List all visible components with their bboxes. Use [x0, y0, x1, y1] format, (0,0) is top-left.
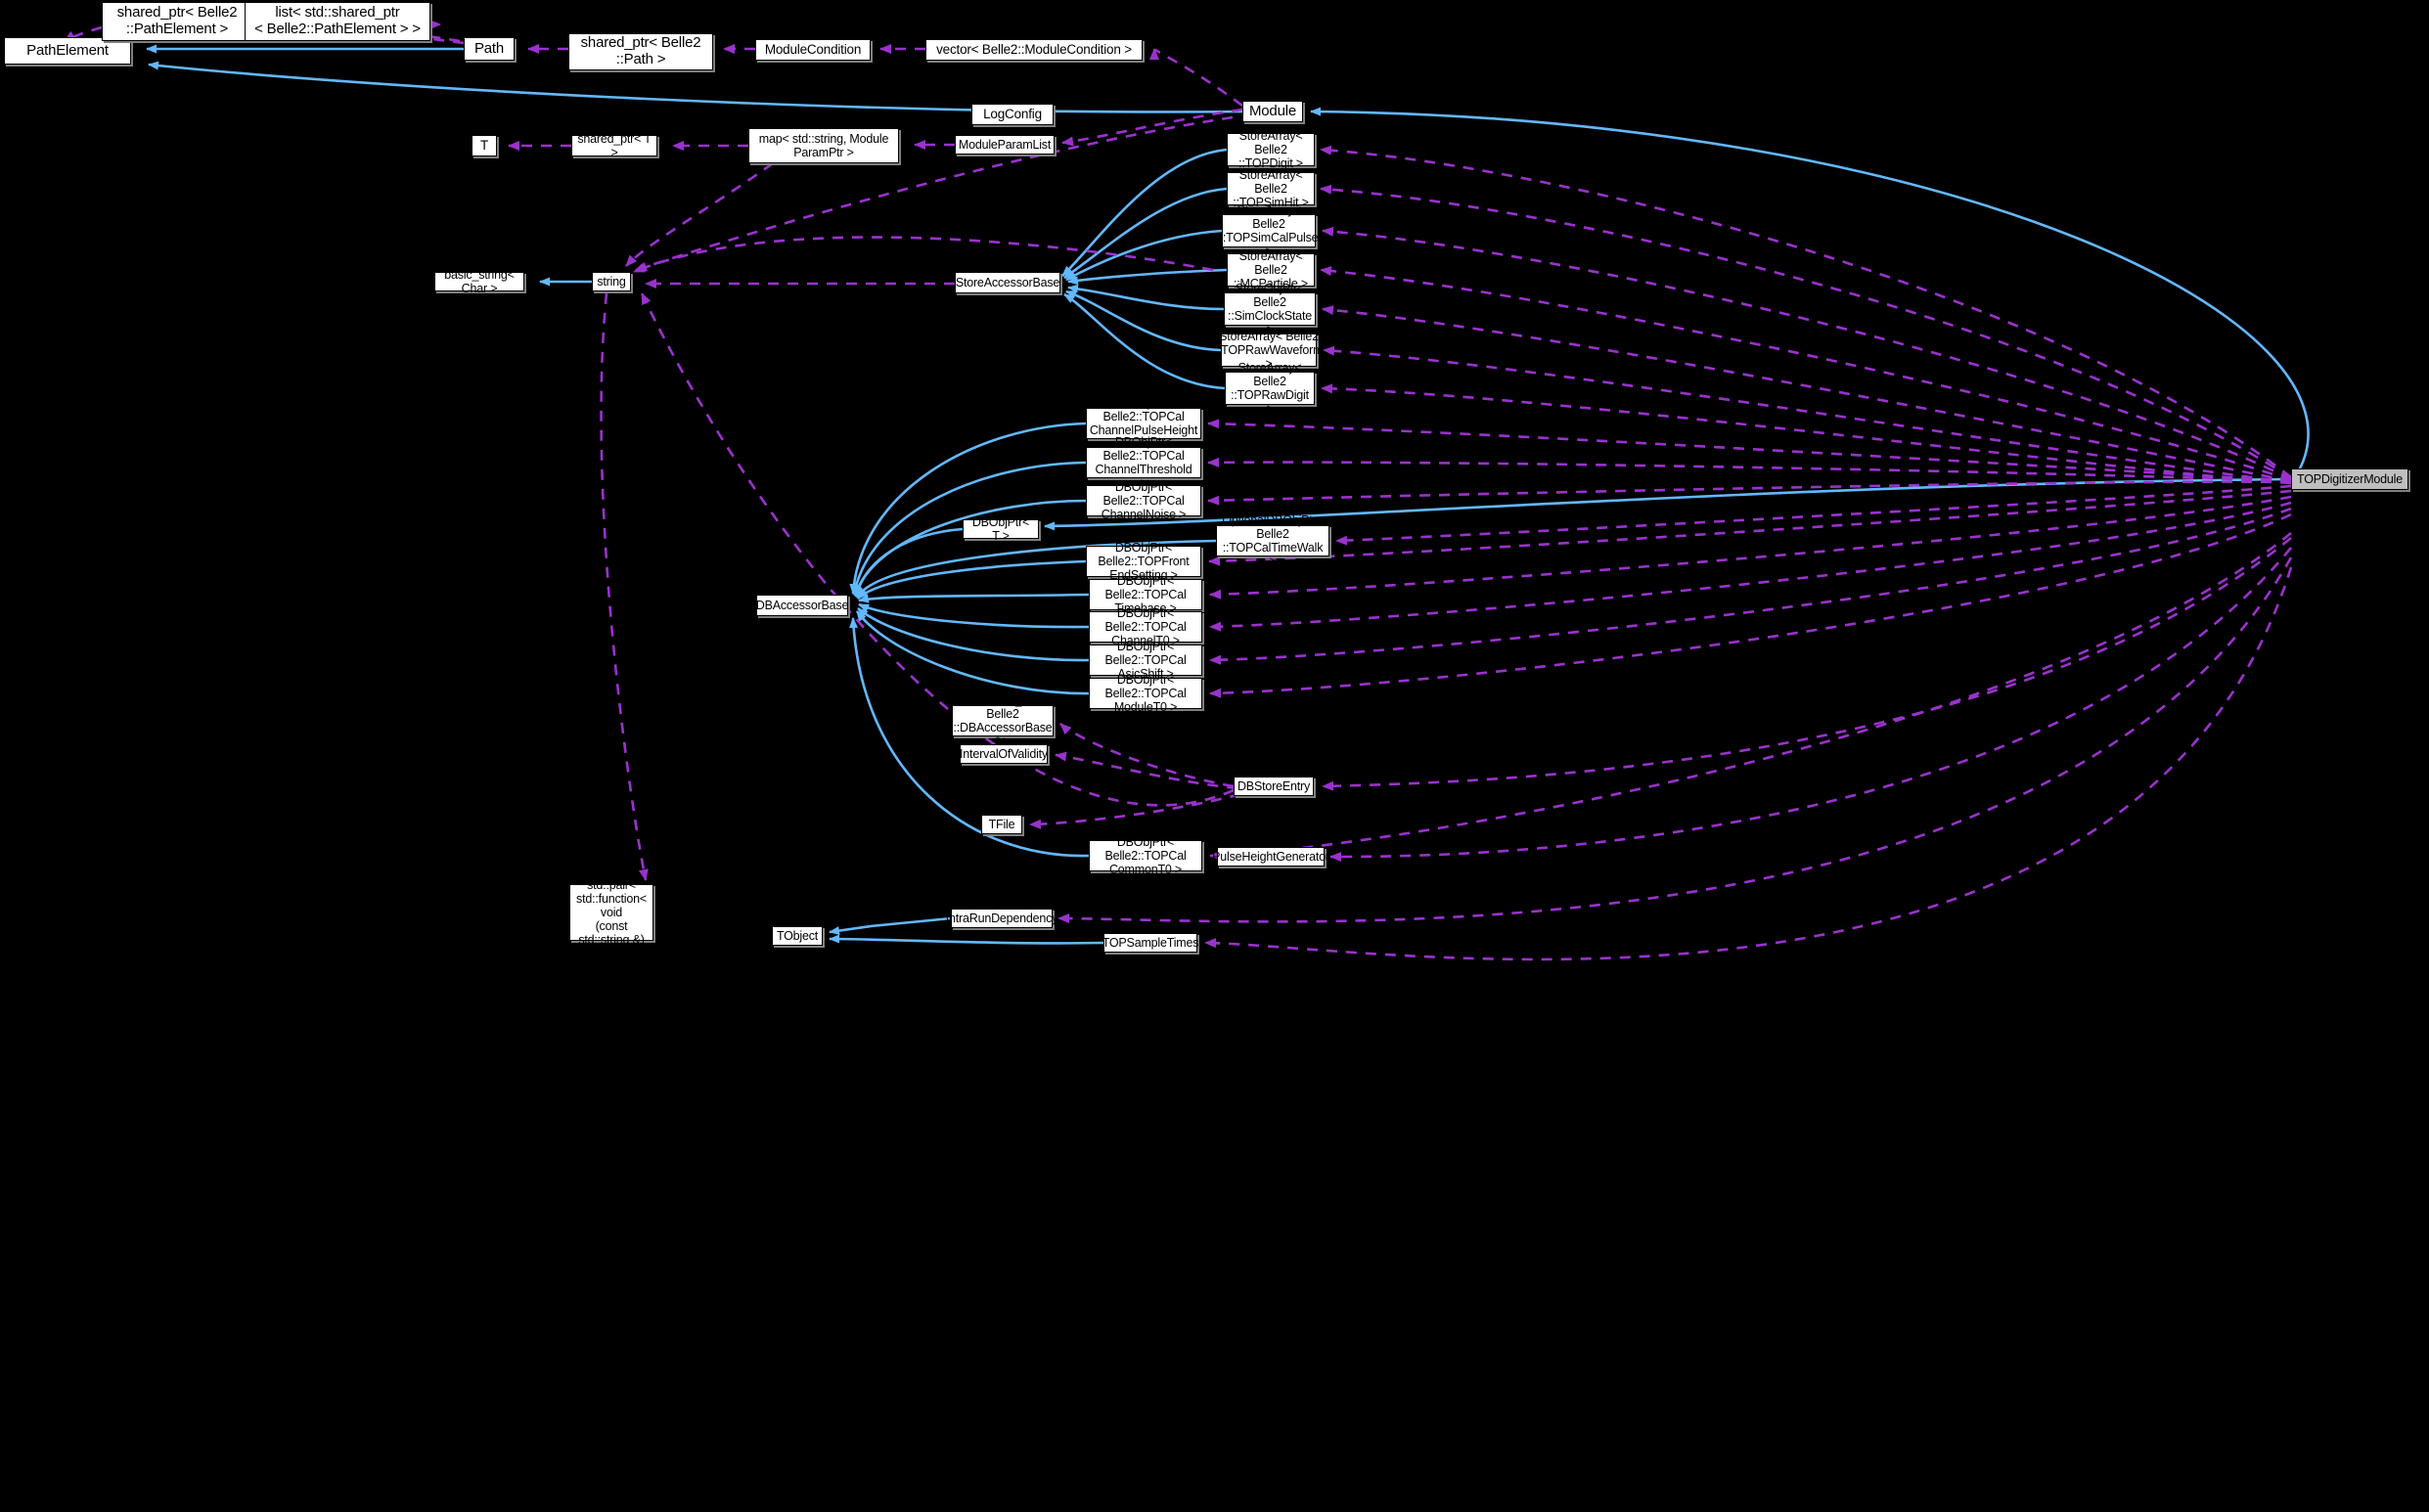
graph-node-tobject[interactable]: TObject [772, 926, 823, 946]
graph-node-topdigitizermodule[interactable]: TOPDigitizerModule [2291, 468, 2408, 490]
graph-node-list_shared_ptr_pe[interactable]: list< std::shared_ptr < Belle2::PathElem… [245, 2, 430, 41]
graph-node-dbp_channelt0[interactable]: DBObjPtr< Belle2::TOPCal ChannelT0 > [1089, 606, 1202, 647]
graph-node-sa_toprawdigit[interactable]: StoreArray< Belle2 ::TOPRawDigit > [1225, 361, 1315, 416]
graph-node-pulseheightgen[interactable]: PulseHeightGenerator [1212, 847, 1329, 867]
graph-node-moduleparamlist[interactable]: ModuleParamList [955, 135, 1055, 155]
graph-node-dbp_chnoise[interactable]: DBObjPtr< Belle2::TOPCal ChannelNoise > [1086, 480, 1201, 521]
graph-node-shared_ptr_pe[interactable]: shared_ptr< Belle2 ::PathElement > [102, 2, 252, 41]
graph-node-dbp_asicshift[interactable]: DBObjPtr< Belle2::TOPCal AsicShift > [1089, 640, 1202, 681]
graph-node-intervalofvalidity[interactable]: IntervalOfValidity [960, 744, 1048, 764]
graph-node-dbp_modulet0[interactable]: DBObjPtr< Belle2::TOPCal ModuleT0 > [1089, 673, 1202, 714]
graph-node-dbstoreentry[interactable]: DBStoreEntry [1234, 777, 1314, 796]
graph-node-map_string_mpp[interactable]: map< std::string, Module ParamPtr > [748, 128, 899, 163]
graph-node-shared_ptr_t[interactable]: shared_ptr< T > [571, 132, 657, 159]
graph-node-optdbp_timewalk[interactable]: OptionalDBObjPtr< Belle2 ::TOPCalTimeWal… [1216, 513, 1329, 568]
graph-node-sa_mcparticle[interactable]: StoreArray< Belle2 ::MCParticle > [1227, 249, 1315, 290]
graph-node-dbobjptr_t[interactable]: DBObjPtr< T > [963, 515, 1039, 543]
graph-node-shared_ptr_path[interactable]: shared_ptr< Belle2 ::Path > [568, 33, 713, 70]
graph-node-vector_modulecond[interactable]: vector< Belle2::ModuleCondition > [925, 39, 1143, 61]
graph-node-dbp_commont0[interactable]: DBObjPtr< Belle2::TOPCal CommonT0 > [1089, 835, 1202, 876]
graph-node-modulecondition[interactable]: ModuleCondition [755, 39, 871, 61]
graph-node-string[interactable]: string [592, 272, 631, 291]
graph-node-sa_topsimhit[interactable]: StoreArray< Belle2 ::TOPSimHit > [1227, 168, 1315, 209]
graph-node-dbp_chthreshold[interactable]: DBObjPtr< Belle2::TOPCal ChannelThreshol… [1086, 435, 1201, 490]
graph-node-dbaccessorbase[interactable]: DBAccessorBase [756, 595, 848, 616]
graph-node-storeaccessorbase[interactable]: StoreAccessorBase [955, 272, 1060, 293]
graph-node-sa_topsimcalpulse[interactable]: StoreArray< Belle2 ::TOPSimCalPulse > [1219, 203, 1319, 258]
graph-node-logconfig[interactable]: LogConfig [971, 104, 1054, 125]
graph-node-sa_topdigit[interactable]: StoreArray< Belle2 ::TOPDigit > [1227, 129, 1315, 170]
graph-node-module[interactable]: Module [1242, 101, 1303, 122]
graph-node-vector_pair_fn[interactable]: vector< std::pair< std::function< void (… [569, 865, 653, 960]
graph-node-topsampletimes[interactable]: TOPSampleTimes [1102, 933, 1199, 953]
graph-node-path[interactable]: Path [464, 37, 515, 61]
graph-node-sa_toprawwaveform[interactable]: StoreArray< Belle2 ::TOPRawWaveform > [1214, 330, 1324, 371]
graph-node-intrarundependency[interactable]: IntraRunDependency [946, 909, 1057, 928]
graph-node-tfile[interactable]: TFile [981, 815, 1022, 834]
graph-node-unordered_set_dbab[interactable]: unordered_set< Belle2 ::DBAccessorBase *… [952, 693, 1054, 748]
graph-node-pathelement[interactable]: PathElement [4, 37, 131, 65]
graph-node-dbp_frontendsetting[interactable]: DBObjPtr< Belle2::TOPFront EndSetting > [1086, 541, 1201, 582]
graph-node-sop_simclockstate[interactable]: StoreObjPtr< Belle2 ::SimClockState > [1224, 282, 1316, 336]
graph-node-basic_string_char[interactable]: basic_string< Char > [434, 268, 524, 295]
graph-node-t[interactable]: T [472, 135, 497, 156]
